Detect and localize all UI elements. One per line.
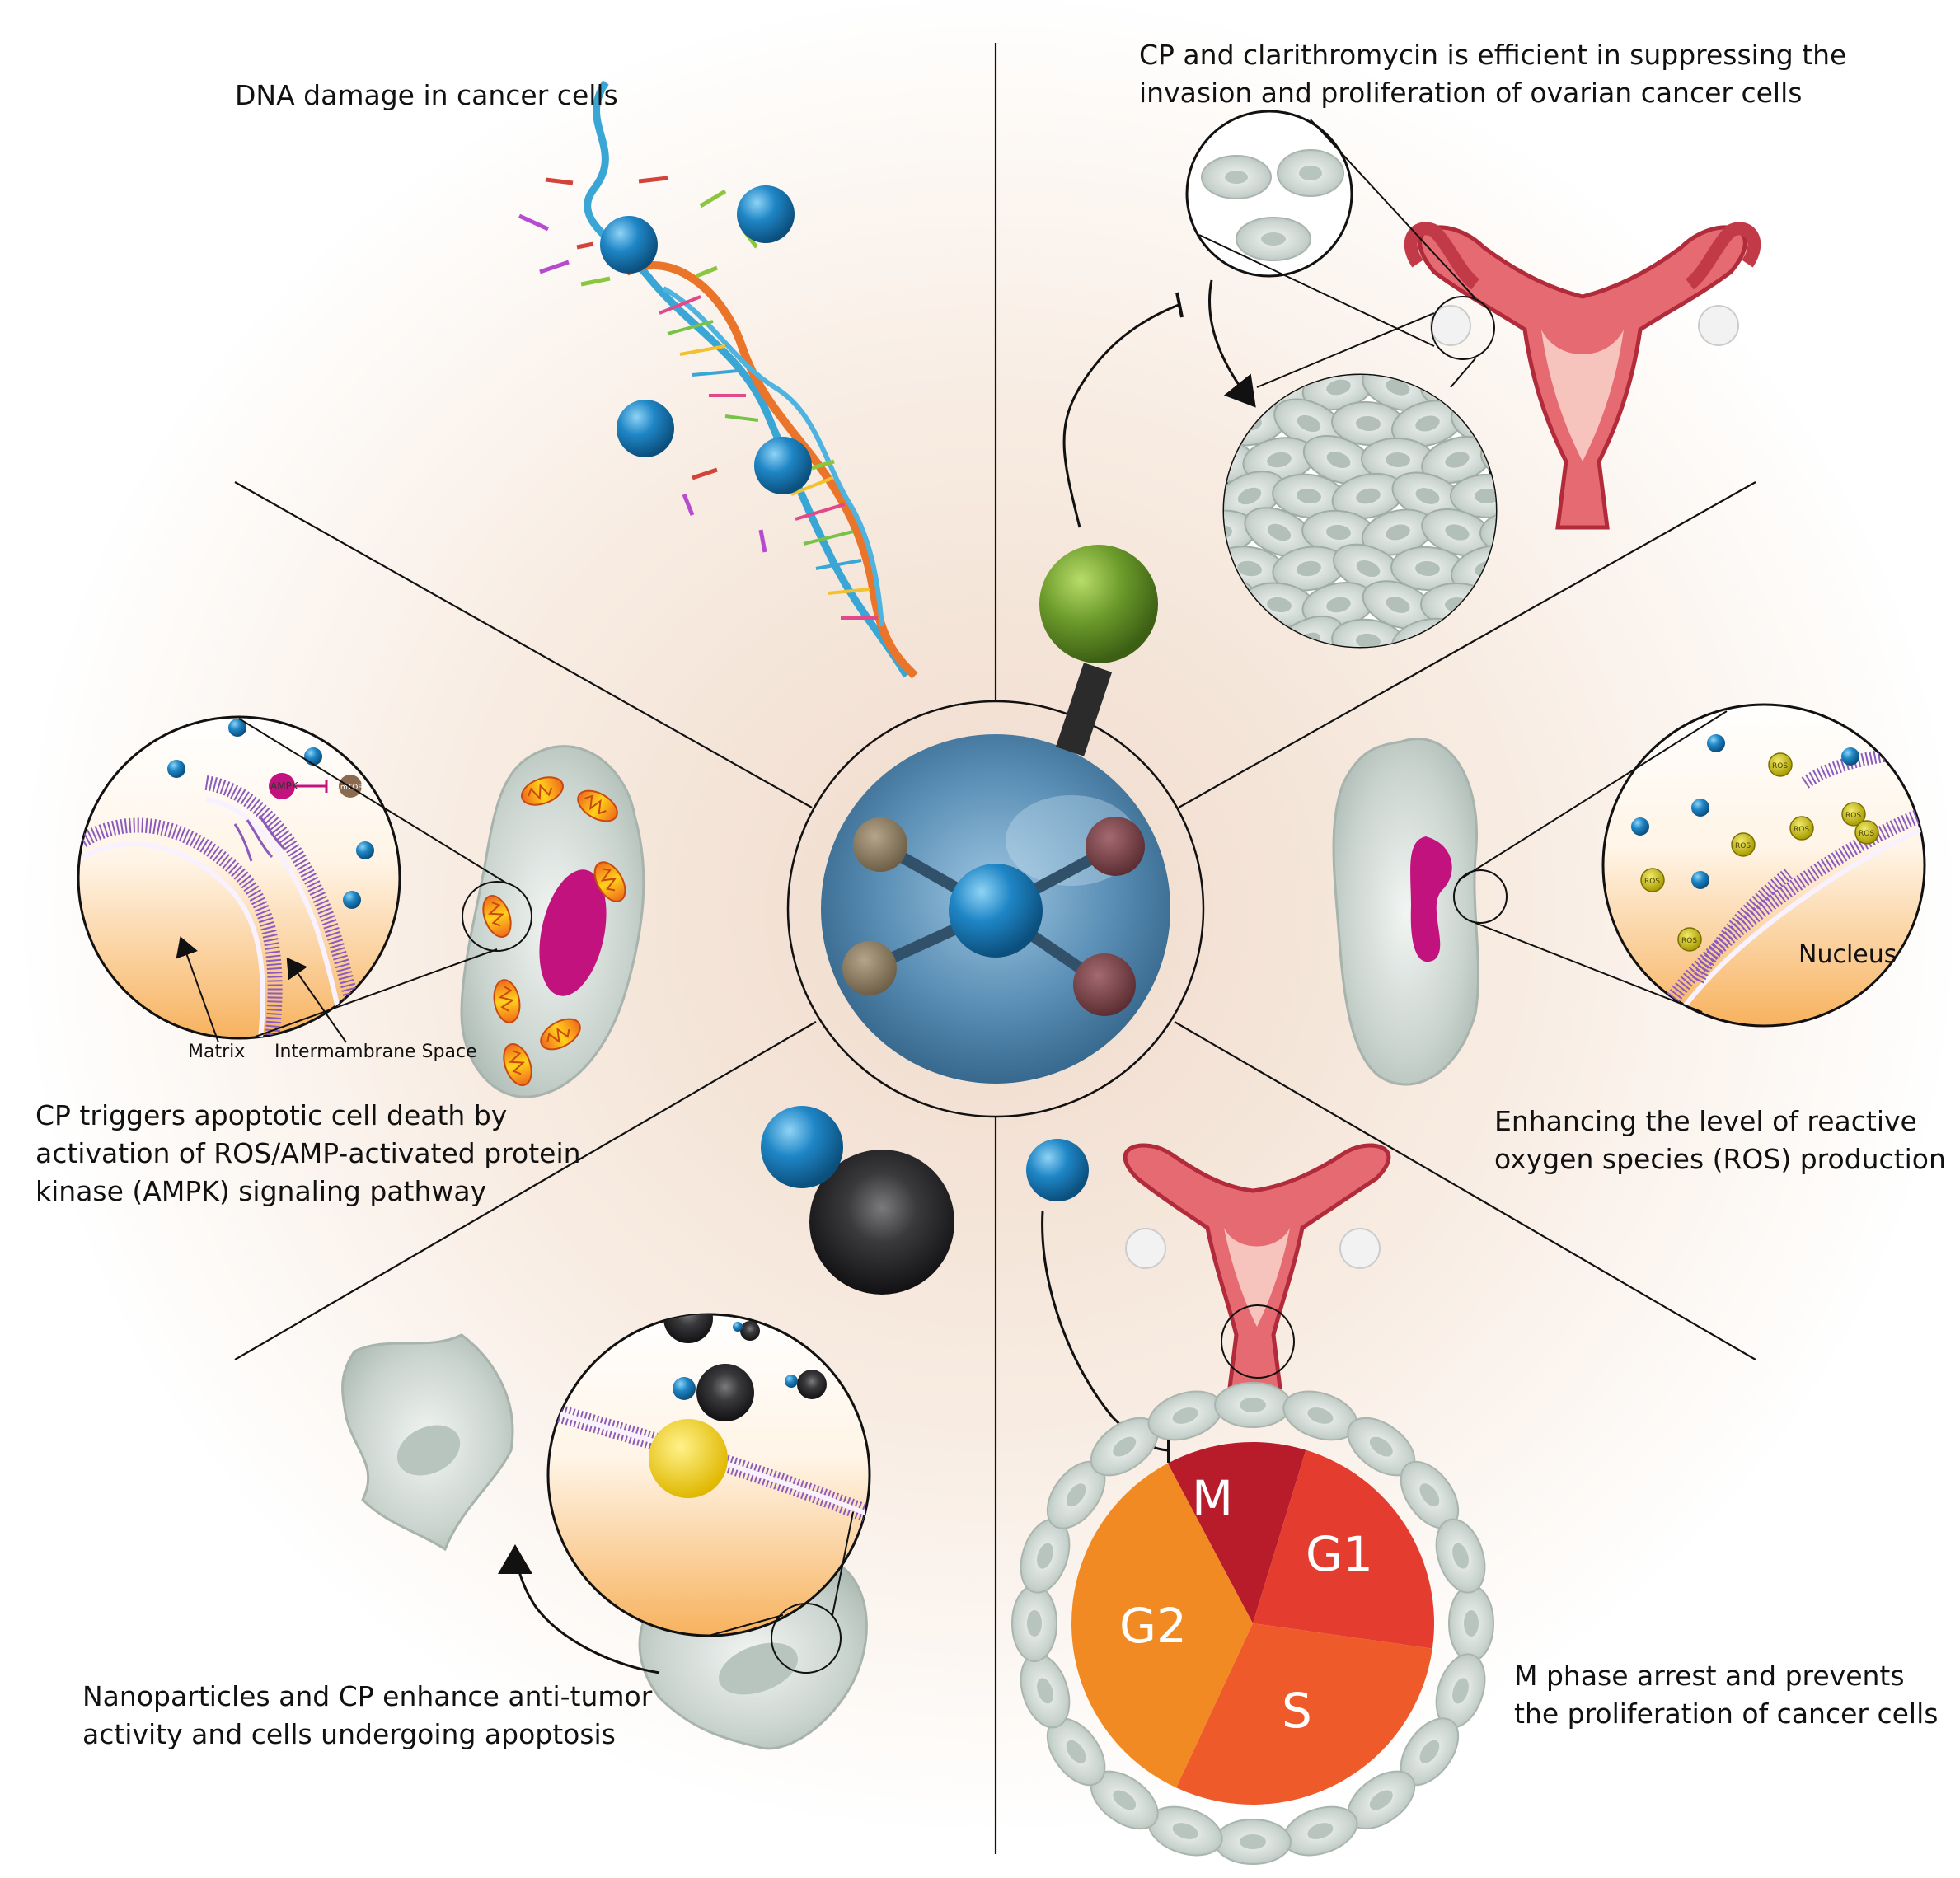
apoptosis-arrow [498, 1544, 660, 1674]
outer-ring [786, 700, 1205, 1118]
caption-clarithromycin-2: invasion and proliferation of ovarian ca… [1139, 77, 1802, 109]
phase-label-g1: G1 [1306, 1526, 1373, 1582]
ros-label: ROS [1644, 878, 1660, 886]
ros-label: ROS [1845, 812, 1861, 820]
mitochondrion [593, 861, 626, 902]
ros-molecule [1789, 816, 1814, 841]
mitochondrion [540, 1018, 581, 1051]
stick [1055, 663, 1113, 756]
cp-blue-ball [1026, 1139, 1089, 1201]
nanoparticle-pair [761, 1106, 954, 1295]
mitochondria-inset [77, 715, 401, 1040]
ros-zoom-lines [1453, 710, 1728, 1013]
matrix-arrow [176, 936, 219, 1043]
proliferation-arrow [1207, 279, 1256, 408]
caption-ros-1: Enhancing the level of reactive [1494, 1105, 1917, 1137]
pie-slice-g2 [1071, 1463, 1253, 1788]
center-blue-ball [949, 864, 1043, 958]
mitochondrion [482, 895, 512, 938]
phase-label-g2: G2 [1119, 1598, 1187, 1654]
cell-ring [1011, 1382, 1494, 1865]
mito-zoom-lines [238, 718, 532, 1037]
ros-label: ROS [1735, 842, 1751, 850]
caption-apoptosis-1: CP triggers apoptotic cell death by [35, 1099, 507, 1131]
caption-ros-2: oxygen species (ROS) production [1494, 1143, 1946, 1175]
caption-apoptosis-3: kinase (AMPK) signaling pathway [35, 1175, 486, 1207]
zoom-cell [1479, 509, 1496, 555]
cell-cycle-pie [1071, 1442, 1434, 1805]
phase-label-m: M [1192, 1470, 1233, 1526]
caption-apoptosis-2: activation of ROS/AMP-activated protein [35, 1137, 581, 1169]
ros-label: ROS [1681, 937, 1697, 945]
inhibition-path [1062, 303, 1179, 528]
intermembrane-label: Intermambrane Space [274, 1042, 477, 1062]
caption-clarithromycin-1: CP and clarithromycin is efficient in su… [1139, 39, 1846, 71]
central-molecule [786, 545, 1205, 1118]
ros-molecule [1640, 868, 1665, 892]
mitochondrion [503, 1043, 532, 1086]
matrix-label: Matrix [188, 1042, 245, 1062]
zoom-cell [1479, 436, 1496, 484]
zoom-guide-lines [1198, 119, 1495, 388]
ros-inset: ROS ROS ROS ROS ROS ROS ROS [1601, 703, 1926, 1028]
phase-label-s: S [1282, 1683, 1312, 1739]
mitochondrion [521, 776, 564, 806]
pie-slice-s [1176, 1623, 1432, 1805]
nucleus-label: Nucleus [1798, 940, 1897, 969]
pie-slice-m [1167, 1442, 1306, 1623]
caption-mphase-1: M phase arrest and prevents [1514, 1660, 1905, 1692]
ros-label: ROS [1772, 762, 1788, 770]
ampk-label: AMPK [270, 780, 299, 792]
caption-nano-2: activity and cells undergoing apoptosis [82, 1718, 616, 1750]
ros-molecule [1854, 820, 1879, 845]
pie-slice-g1 [1253, 1449, 1434, 1649]
mitochondrion [577, 789, 618, 822]
ros-cell [1332, 738, 1479, 1086]
divider-lines [234, 43, 1756, 1854]
intermembrane-arrow [286, 957, 347, 1043]
caption-nano-1: Nanoparticles and CP enhance anti-tumor [82, 1680, 653, 1712]
ros-label: ROS [1859, 830, 1874, 838]
cells-zoom-small [1185, 110, 1353, 278]
uterus-top-right [1404, 222, 1761, 530]
dna-helix-illustration [518, 80, 918, 679]
nano-zoom-lines [708, 1511, 854, 1674]
mitochondrion [493, 979, 521, 1023]
caption-dna-damage: DNA damage in cancer cells [235, 79, 618, 111]
ros-molecule [1768, 752, 1793, 777]
ros-molecule [1677, 927, 1702, 952]
apoptotic-cell [460, 745, 645, 1098]
caption-mphase-2: the proliferation of cancer cells [1514, 1698, 1938, 1730]
ros-molecule [1841, 802, 1866, 827]
uterus-bottom [1123, 1143, 1391, 1403]
green-ball [1039, 545, 1158, 663]
ros-label: ROS [1794, 826, 1809, 834]
ros-molecule [1731, 832, 1756, 857]
